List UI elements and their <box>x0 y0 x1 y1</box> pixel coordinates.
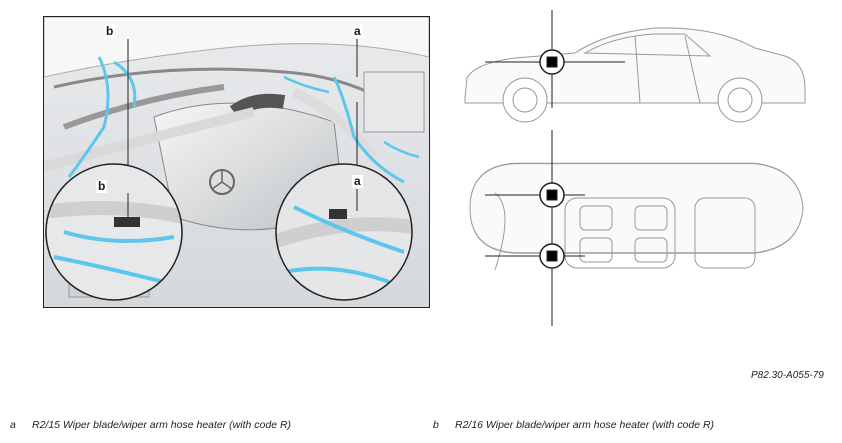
legend-item-a: a R2/15 Wiper blade/wiper arm hose heater… <box>10 419 291 431</box>
engine-compartment-illustration: b a b a <box>43 16 430 308</box>
callout-b-top: b <box>104 24 116 38</box>
vehicle-views-drawing <box>464 10 806 326</box>
callout-a-top: a <box>352 24 363 38</box>
car-top-view <box>469 162 804 271</box>
callout-a-detail: a <box>352 174 363 188</box>
car-side-view <box>464 27 806 123</box>
locator-markers <box>485 10 625 326</box>
legend-text: R2/15 Wiper blade/wiper arm hose heater … <box>32 419 292 431</box>
vehicle-location-diagram <box>455 8 815 328</box>
figure-reference-code: P82.30-A055-79 <box>751 370 824 381</box>
callout-b-detail: b <box>96 179 108 193</box>
legend-key: b <box>433 419 439 431</box>
legend-text: R2/16 Wiper blade/wiper arm hose heater … <box>455 419 715 431</box>
legend-item-b: b R2/16 Wiper blade/wiper arm hose heater… <box>433 419 714 431</box>
engine-bay-drawing <box>44 17 429 307</box>
legend-key: a <box>10 419 16 431</box>
